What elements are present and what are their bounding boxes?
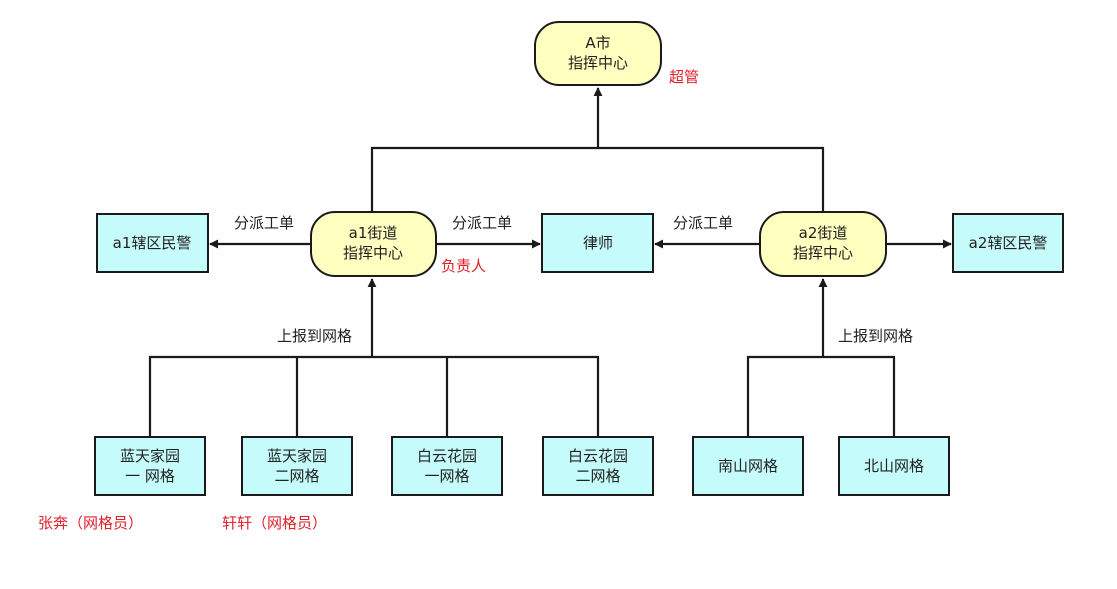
node-a1-line1: a1街道: [349, 224, 398, 242]
edge-label-dispatch-right: 分派工单: [673, 214, 733, 232]
node-grid-1: 蓝天家园 一 网格: [94, 436, 206, 496]
node-grid-2-line2: 二网格: [274, 467, 319, 485]
node-city-line2: 指挥中心: [568, 54, 628, 72]
edge-label-dispatch-mid: 分派工单: [452, 214, 512, 232]
node-a2-police-label: a2辖区民警: [969, 234, 1048, 252]
note-super-admin: 超管: [669, 68, 699, 86]
note-zhang: 张奔（网格员）: [38, 514, 143, 532]
node-a2-police: a2辖区民警: [952, 213, 1064, 273]
node-lawyer-label: 律师: [583, 234, 613, 252]
node-grid-6-label: 北山网格: [864, 457, 924, 475]
node-a2-line1: a2街道: [799, 224, 848, 242]
node-grid-3: 白云花园 一网格: [391, 436, 503, 496]
node-grid-2-line1: 蓝天家园: [267, 447, 327, 465]
edge-a1-a2-to-city: [370, 146, 825, 212]
node-lawyer: 律师: [541, 213, 654, 273]
node-a1-line2: 指挥中心: [343, 244, 403, 262]
node-a2: a2街道 指挥中心: [759, 211, 887, 277]
node-a1: a1街道 指挥中心: [310, 211, 437, 277]
node-grid-4: 白云花园 二网格: [542, 436, 654, 496]
connectors: [148, 87, 952, 437]
node-grid-5-label: 南山网格: [718, 457, 778, 475]
node-grid-4-line1: 白云花园: [568, 447, 628, 465]
node-grid-1-line1: 蓝天家园: [120, 447, 180, 465]
node-grid-5: 南山网格: [692, 436, 804, 496]
edge-grids-a1-bus: [148, 355, 600, 437]
note-xuan: 轩轩（网格员）: [222, 514, 327, 532]
node-grid-6: 北山网格: [838, 436, 950, 496]
edge-label-report-a1: 上报到网格: [277, 327, 352, 345]
node-a2-line2: 指挥中心: [793, 244, 853, 262]
node-a1-police: a1辖区民警: [96, 213, 209, 273]
edge-grids-a2-bus: [746, 355, 896, 437]
node-grid-3-line1: 白云花园: [417, 447, 477, 465]
node-grid-4-line2: 二网格: [575, 467, 620, 485]
node-a1-police-label: a1辖区民警: [113, 234, 192, 252]
node-grid-3-line2: 一网格: [424, 467, 469, 485]
edge-label-report-a2: 上报到网格: [838, 327, 913, 345]
note-leader: 负责人: [441, 257, 486, 275]
node-city-line1: A市: [585, 34, 610, 52]
node-city: A市 指挥中心: [534, 21, 662, 86]
node-grid-1-line2: 一 网格: [125, 467, 175, 485]
edge-label-dispatch-left: 分派工单: [234, 214, 294, 232]
node-grid-2: 蓝天家园 二网格: [241, 436, 353, 496]
